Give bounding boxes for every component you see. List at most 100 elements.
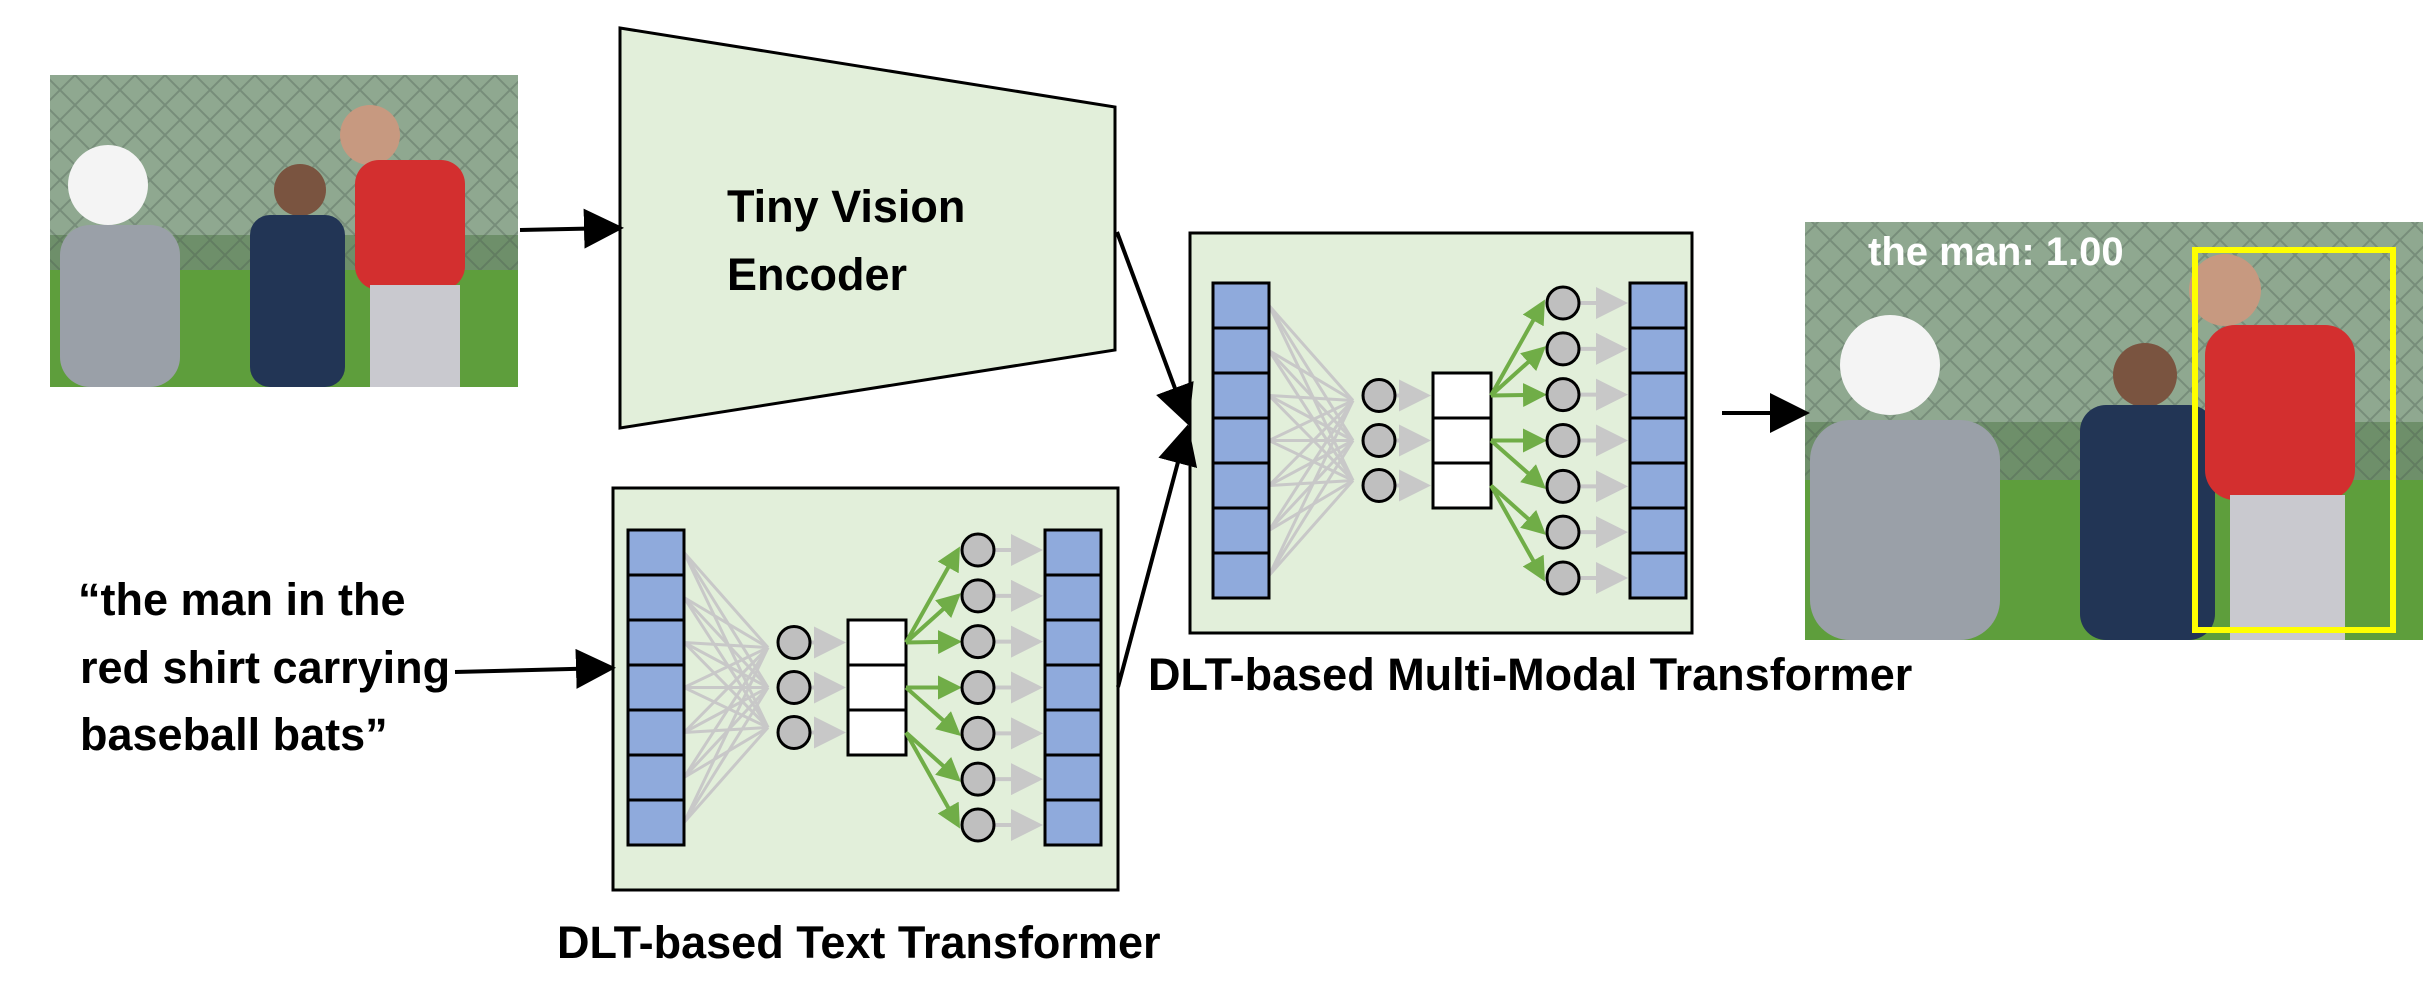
input-token xyxy=(1211,371,1271,420)
arrow-image-to-encoder xyxy=(519,208,624,249)
input-token xyxy=(626,798,686,847)
input-token xyxy=(626,528,686,577)
output-token xyxy=(1628,326,1688,375)
output-token xyxy=(1628,506,1688,555)
gray-edge xyxy=(1268,394,1354,402)
latent-token xyxy=(1431,461,1493,510)
query-line2: red shirt carrying xyxy=(80,642,450,693)
output-node xyxy=(960,807,996,843)
gray-edge xyxy=(683,726,769,734)
gray-edge xyxy=(1268,479,1354,487)
hidden-node xyxy=(776,625,812,660)
gray-edge xyxy=(1267,399,1355,532)
arrow-encoder-to-multimodal xyxy=(1115,231,1194,426)
output-node xyxy=(960,532,996,568)
input-token xyxy=(626,573,686,622)
input-token xyxy=(1211,551,1271,600)
detection-label: the man: 1.00 xyxy=(1868,230,2124,274)
gray-edge xyxy=(682,596,770,729)
hidden-node xyxy=(1361,423,1397,458)
multimodal-transformer-network xyxy=(1211,281,1688,600)
output-photo xyxy=(1805,222,2423,640)
output-node xyxy=(1545,514,1581,550)
input-token xyxy=(1211,281,1271,330)
green-edge xyxy=(1489,299,1545,397)
gray-edge xyxy=(682,686,770,824)
gray-edge xyxy=(683,596,769,649)
gray-edge xyxy=(1268,399,1354,442)
output-token xyxy=(1043,753,1103,802)
green-edge xyxy=(904,731,961,782)
hidden-node xyxy=(776,670,812,705)
output-token xyxy=(1043,618,1103,667)
green-edge xyxy=(1490,382,1547,407)
input-token xyxy=(1211,506,1271,555)
gray-edge xyxy=(1268,439,1354,482)
encoder-label-line2: Encoder xyxy=(727,249,907,300)
green-edge xyxy=(904,546,960,644)
input-token xyxy=(1211,326,1271,375)
output-token xyxy=(1628,371,1688,420)
output-node xyxy=(960,624,996,660)
output-token xyxy=(1628,461,1688,510)
output-node xyxy=(960,715,996,751)
gray-edge xyxy=(682,551,770,729)
gray-edge xyxy=(682,596,770,689)
arrow-query-to-text-transformer xyxy=(454,648,616,689)
output-token xyxy=(1628,551,1688,600)
input-token xyxy=(1211,416,1271,465)
output-node xyxy=(960,578,996,614)
green-edge xyxy=(1489,438,1547,489)
green-edge xyxy=(904,685,962,736)
output-node xyxy=(1545,468,1581,504)
gray-edge xyxy=(682,646,770,824)
output-node xyxy=(1545,377,1581,413)
gray-edge xyxy=(1267,304,1355,402)
input-token xyxy=(626,663,686,712)
output-node xyxy=(1545,285,1581,321)
gray-edge xyxy=(1267,479,1355,577)
output-token xyxy=(1628,281,1688,330)
output-token xyxy=(1043,528,1103,577)
green-edge xyxy=(1489,346,1546,397)
gray-edge xyxy=(683,646,769,689)
gray-edge xyxy=(1267,394,1355,482)
gray-edge xyxy=(1267,304,1355,482)
output-node xyxy=(1545,331,1581,367)
gray-edge xyxy=(1267,439,1355,577)
latent-token xyxy=(846,618,908,667)
latent-token xyxy=(846,708,908,757)
gray-edge xyxy=(1267,399,1355,577)
hidden-node xyxy=(776,715,812,750)
query-line1: “the man in the xyxy=(78,574,406,625)
latent-token xyxy=(1431,416,1493,465)
input-token xyxy=(1211,461,1271,510)
output-token xyxy=(1628,416,1688,465)
multimodal-transformer-label: DLT-based Multi-Modal Transformer xyxy=(1148,649,1912,700)
output-node xyxy=(960,761,996,797)
input-token xyxy=(626,708,686,757)
output-token xyxy=(1043,798,1103,847)
output-node xyxy=(1545,560,1581,596)
green-edge xyxy=(1489,484,1545,582)
hidden-node xyxy=(1361,468,1397,503)
gray-edge xyxy=(682,551,770,649)
hidden-node xyxy=(1361,378,1397,413)
text-transformer-network xyxy=(626,528,1103,847)
gray-edge xyxy=(1267,304,1355,442)
input-photo xyxy=(50,75,518,387)
output-token xyxy=(1043,573,1103,622)
gray-edge xyxy=(1268,349,1354,402)
gray-edge xyxy=(682,551,770,689)
green-edge xyxy=(904,593,961,644)
output-token xyxy=(1043,708,1103,757)
query-line3: baseball bats” xyxy=(80,709,388,760)
gray-edge xyxy=(1267,399,1355,487)
detection-box xyxy=(2192,247,2396,633)
green-edge xyxy=(905,629,962,654)
vision-encoder-block xyxy=(618,26,1117,430)
gray-edge xyxy=(1267,349,1355,482)
encoder-label-line1: Tiny Vision xyxy=(727,181,965,232)
gray-edge xyxy=(682,641,770,729)
